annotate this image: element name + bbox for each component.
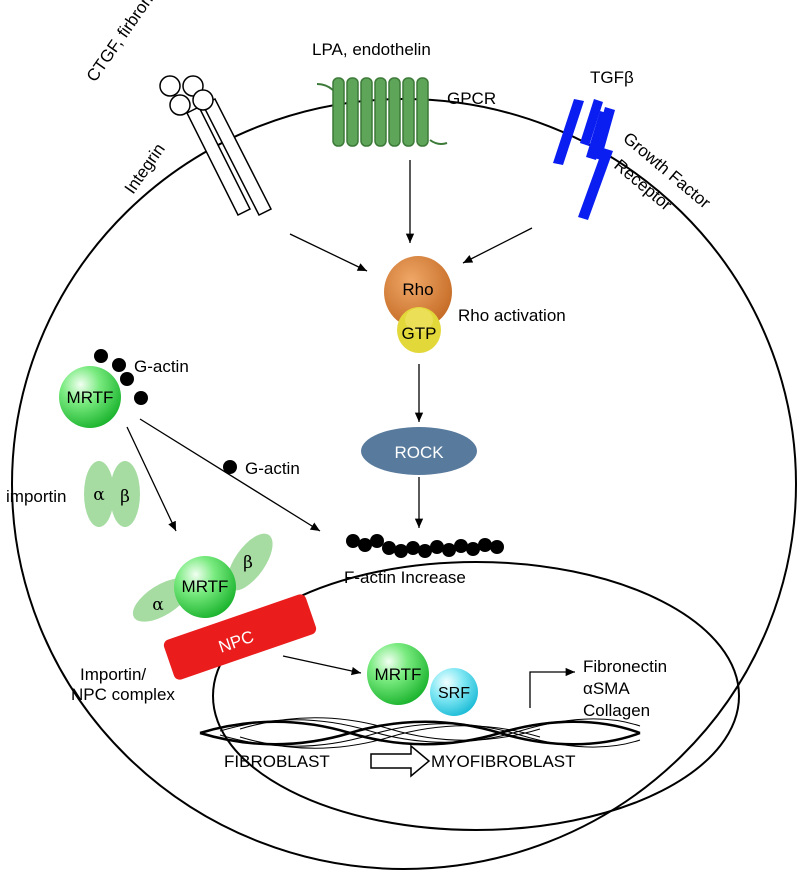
fibroblast-label: FIBROBLAST [224,752,330,771]
complex-mrtf-label: MRTF [182,577,229,596]
rho-activation-label: Rho activation [458,306,566,325]
arrow-integrin-to-rho [289,233,368,272]
rho-label: Rho [402,280,433,299]
gactin-label-free: G-actin [245,459,300,478]
importin-npc-label-line1: Importin/ [80,665,146,684]
mrtf-label: MRTF [67,388,114,407]
srf-label: SRF [438,685,470,702]
myofibroblast-label: MYOFIBROBLAST [431,752,576,771]
rock-node [361,427,477,475]
tgf-beta-label: TGFβ [590,68,634,87]
integrin-label: Integrin [121,140,169,197]
importin-alpha-label: α [93,485,105,505]
importin-npc-label-line2: NPC complex [71,685,175,704]
gene-fibronectin-label: Fibronectin [583,657,667,676]
mrtf-gactin-complex [59,349,148,428]
complex-beta-label: β [243,553,253,573]
f-actin-filament [346,534,504,558]
arrow-npc-to-nucleus-mrtf [282,655,362,676]
gpcr-receptor [316,77,448,147]
differentiation-arrow [370,744,431,778]
factin-label: F-actin Increase [344,568,466,587]
gpcr-label: GPCR [447,89,496,108]
rho-gtp [384,256,452,353]
g-actin-cluster [94,349,148,405]
rock-label: ROCK [394,443,444,462]
importin-npc-complex [132,533,317,680]
g-actin-monomer [223,460,237,474]
gene-collagen-label: Collagen [583,701,650,720]
complex-alpha-label: α [152,595,164,615]
nucleus [212,561,740,831]
gactin-label-cluster: G-actin [134,357,189,376]
integrin-receptor [159,75,273,217]
transcription-start-arrow [529,667,575,708]
mrtf-srf-complex [367,643,478,716]
gene-asma-label: αSMA [583,679,630,698]
arrow-mrtf-to-factin [139,418,321,532]
gpcr-ligand-label: LPA, endothelin [312,40,431,59]
gtp-label: GTP [402,324,437,343]
dna-helix [199,717,641,749]
importin-free [84,461,140,527]
growth-factor-receptor [553,99,615,220]
nuclear-mrtf-label: MRTF [375,665,422,684]
importin-beta-label: β [120,487,130,507]
importin-label: importin [6,487,66,506]
integrin-ligand-label: CTGF, firbronectin [83,0,178,85]
arrow-mrtf-to-importin [126,426,177,532]
arrow-gf-to-rho [462,227,533,264]
